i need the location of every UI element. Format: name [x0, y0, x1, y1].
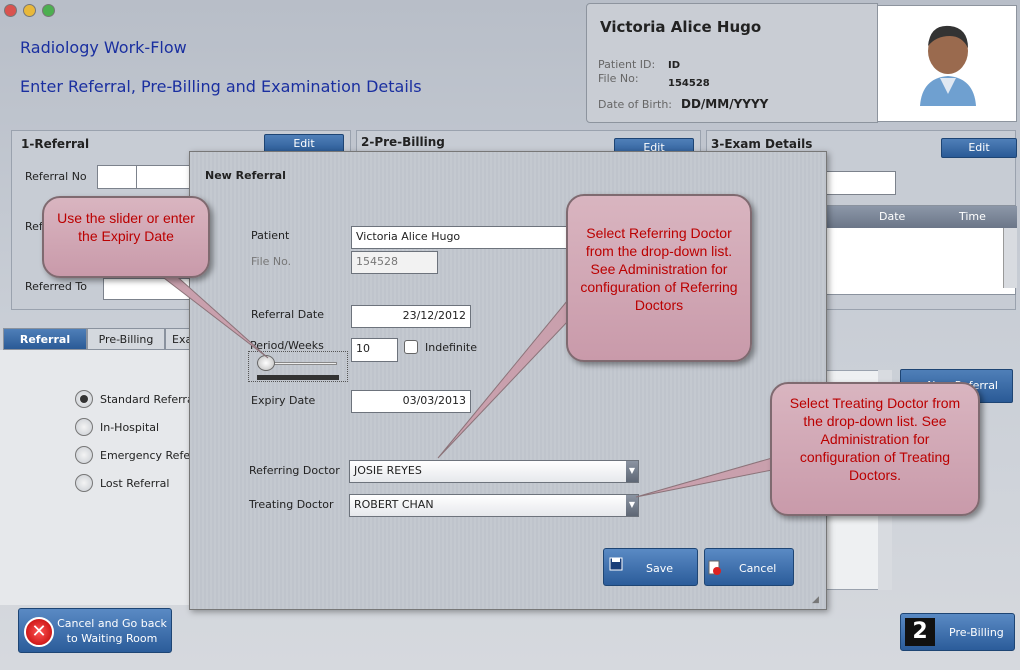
expiry-date-label: Expiry Date [251, 394, 316, 407]
prebilling-next-label: Pre-Billing [949, 626, 1004, 639]
referring-doctor-select[interactable]: JOSIE REYES ▼ [349, 460, 639, 483]
app-title: Radiology Work-Flow [20, 38, 187, 57]
chevron-down-icon[interactable]: ▼ [626, 495, 638, 516]
dob-value: DD/MM/YYYY [681, 97, 769, 111]
file-no-value: 154528 [668, 78, 710, 89]
lost-referral-radio[interactable] [75, 474, 93, 492]
indefinite-label: Indefinite [425, 341, 478, 354]
referring-doctor-value: JOSIE REYES [354, 464, 422, 477]
cancel-go-back-label: Cancel and Go back to Waiting Room [57, 617, 167, 645]
cancel-button[interactable]: Cancel [704, 548, 794, 586]
user-avatar-icon [920, 25, 976, 106]
file-no-dialog-label: File No. [251, 255, 292, 268]
cancel-x-icon: ✕ [24, 617, 54, 647]
chevron-down-icon[interactable]: ▼ [626, 461, 638, 482]
prebilling-next-button[interactable]: 2 Pre-Billing [900, 613, 1015, 651]
treating-doctor-label: Treating Doctor [249, 498, 334, 511]
emergency-referral-label: Emergency Referr [100, 449, 199, 462]
in-hospital-label: In-Hospital [100, 421, 160, 434]
emergency-referral-radio[interactable] [75, 446, 93, 464]
treating-callout-pointer [635, 457, 773, 498]
slider-callout-pointer [158, 271, 269, 359]
exam-edit-button[interactable]: Edit [941, 138, 1017, 158]
patient-field[interactable]: Victoria Alice Hugo [351, 226, 567, 249]
slider-thumb[interactable] [257, 355, 275, 371]
prebilling-section-title: 2-Pre-Billing [361, 135, 445, 149]
referral-no-field[interactable] [97, 165, 137, 189]
exam-input[interactable] [826, 171, 896, 195]
exam-table-scrollbar[interactable] [1003, 228, 1017, 288]
patient-id-label: Patient ID: [598, 58, 656, 71]
patient-card: Victoria Alice Hugo Patient ID: ID File … [586, 3, 878, 123]
tab-referral[interactable]: Referral [3, 328, 87, 350]
cancel-label: Cancel [739, 562, 777, 575]
referral-type-panel [0, 350, 195, 605]
period-slider[interactable] [248, 351, 348, 382]
referral-date-label: Referral Date [251, 308, 324, 321]
tab-prebilling[interactable]: Pre-Billing [87, 328, 165, 350]
dialog-title: New Referral [205, 169, 286, 182]
step-number-icon: 2 [905, 618, 935, 646]
patient-id-value: ID [668, 60, 681, 71]
indefinite-checkbox[interactable] [404, 340, 418, 354]
cancel-document-icon [708, 560, 721, 575]
patient-label: Patient [251, 229, 290, 242]
zoom-window-icon[interactable] [42, 4, 55, 17]
slider-base [257, 375, 339, 380]
standard-referral-radio[interactable] [75, 390, 93, 408]
minimize-window-icon[interactable] [23, 4, 36, 17]
referral-no-label: Referral No [25, 170, 87, 183]
save-label: Save [646, 562, 674, 575]
resize-grip-icon[interactable]: ◢ [812, 595, 819, 605]
file-no-label: File No: [598, 72, 639, 85]
referring-doctor-callout: Select Referring Doctor from the drop-do… [566, 194, 752, 362]
exam-col-date[interactable]: Date [879, 210, 906, 223]
period-weeks-label: Period/Weeks [250, 339, 324, 352]
patient-name: Victoria Alice Hugo [600, 18, 762, 36]
close-window-icon[interactable] [4, 4, 17, 17]
cancel-go-back-button[interactable]: ✕ Cancel and Go back to Waiting Room [18, 608, 172, 653]
in-hospital-radio[interactable] [75, 418, 93, 436]
standard-referral-label: Standard Referral [100, 393, 197, 406]
treating-doctor-value: ROBERT CHAN [354, 498, 434, 511]
expiry-date-field[interactable]: 03/03/2013 [351, 390, 471, 413]
period-weeks-field[interactable]: 10 [351, 338, 398, 362]
dob-label: Date of Birth: [598, 98, 673, 111]
app-subtitle: Enter Referral, Pre-Billing and Examinat… [20, 77, 422, 96]
treating-doctor-select[interactable]: ROBERT CHAN ▼ [349, 494, 639, 517]
file-no-dialog-field: 154528 [351, 251, 438, 274]
referral-date-field[interactable]: 23/12/2012 [351, 305, 471, 328]
exam-col-time[interactable]: Time [959, 210, 986, 223]
referral-no-field-2[interactable] [136, 165, 196, 189]
lost-referral-label: Lost Referral [100, 477, 170, 490]
referral-section-title: 1-Referral [21, 137, 90, 151]
treating-doctor-callout: Select Treating Doctor from the drop-dow… [770, 382, 980, 516]
avatar [877, 5, 1017, 122]
floppy-disk-icon [609, 557, 623, 571]
exam-section-title: 3-Exam Details [711, 137, 813, 151]
referring-doctor-label: Referring Doctor [249, 464, 340, 477]
referred-to-label: Referred To [25, 280, 87, 293]
exam-table: Date Time [826, 205, 1017, 295]
exam-table-header [827, 206, 1017, 228]
slider-callout: Use the slider or enter the Expiry Date [42, 196, 210, 278]
save-button[interactable]: Save [603, 548, 698, 586]
